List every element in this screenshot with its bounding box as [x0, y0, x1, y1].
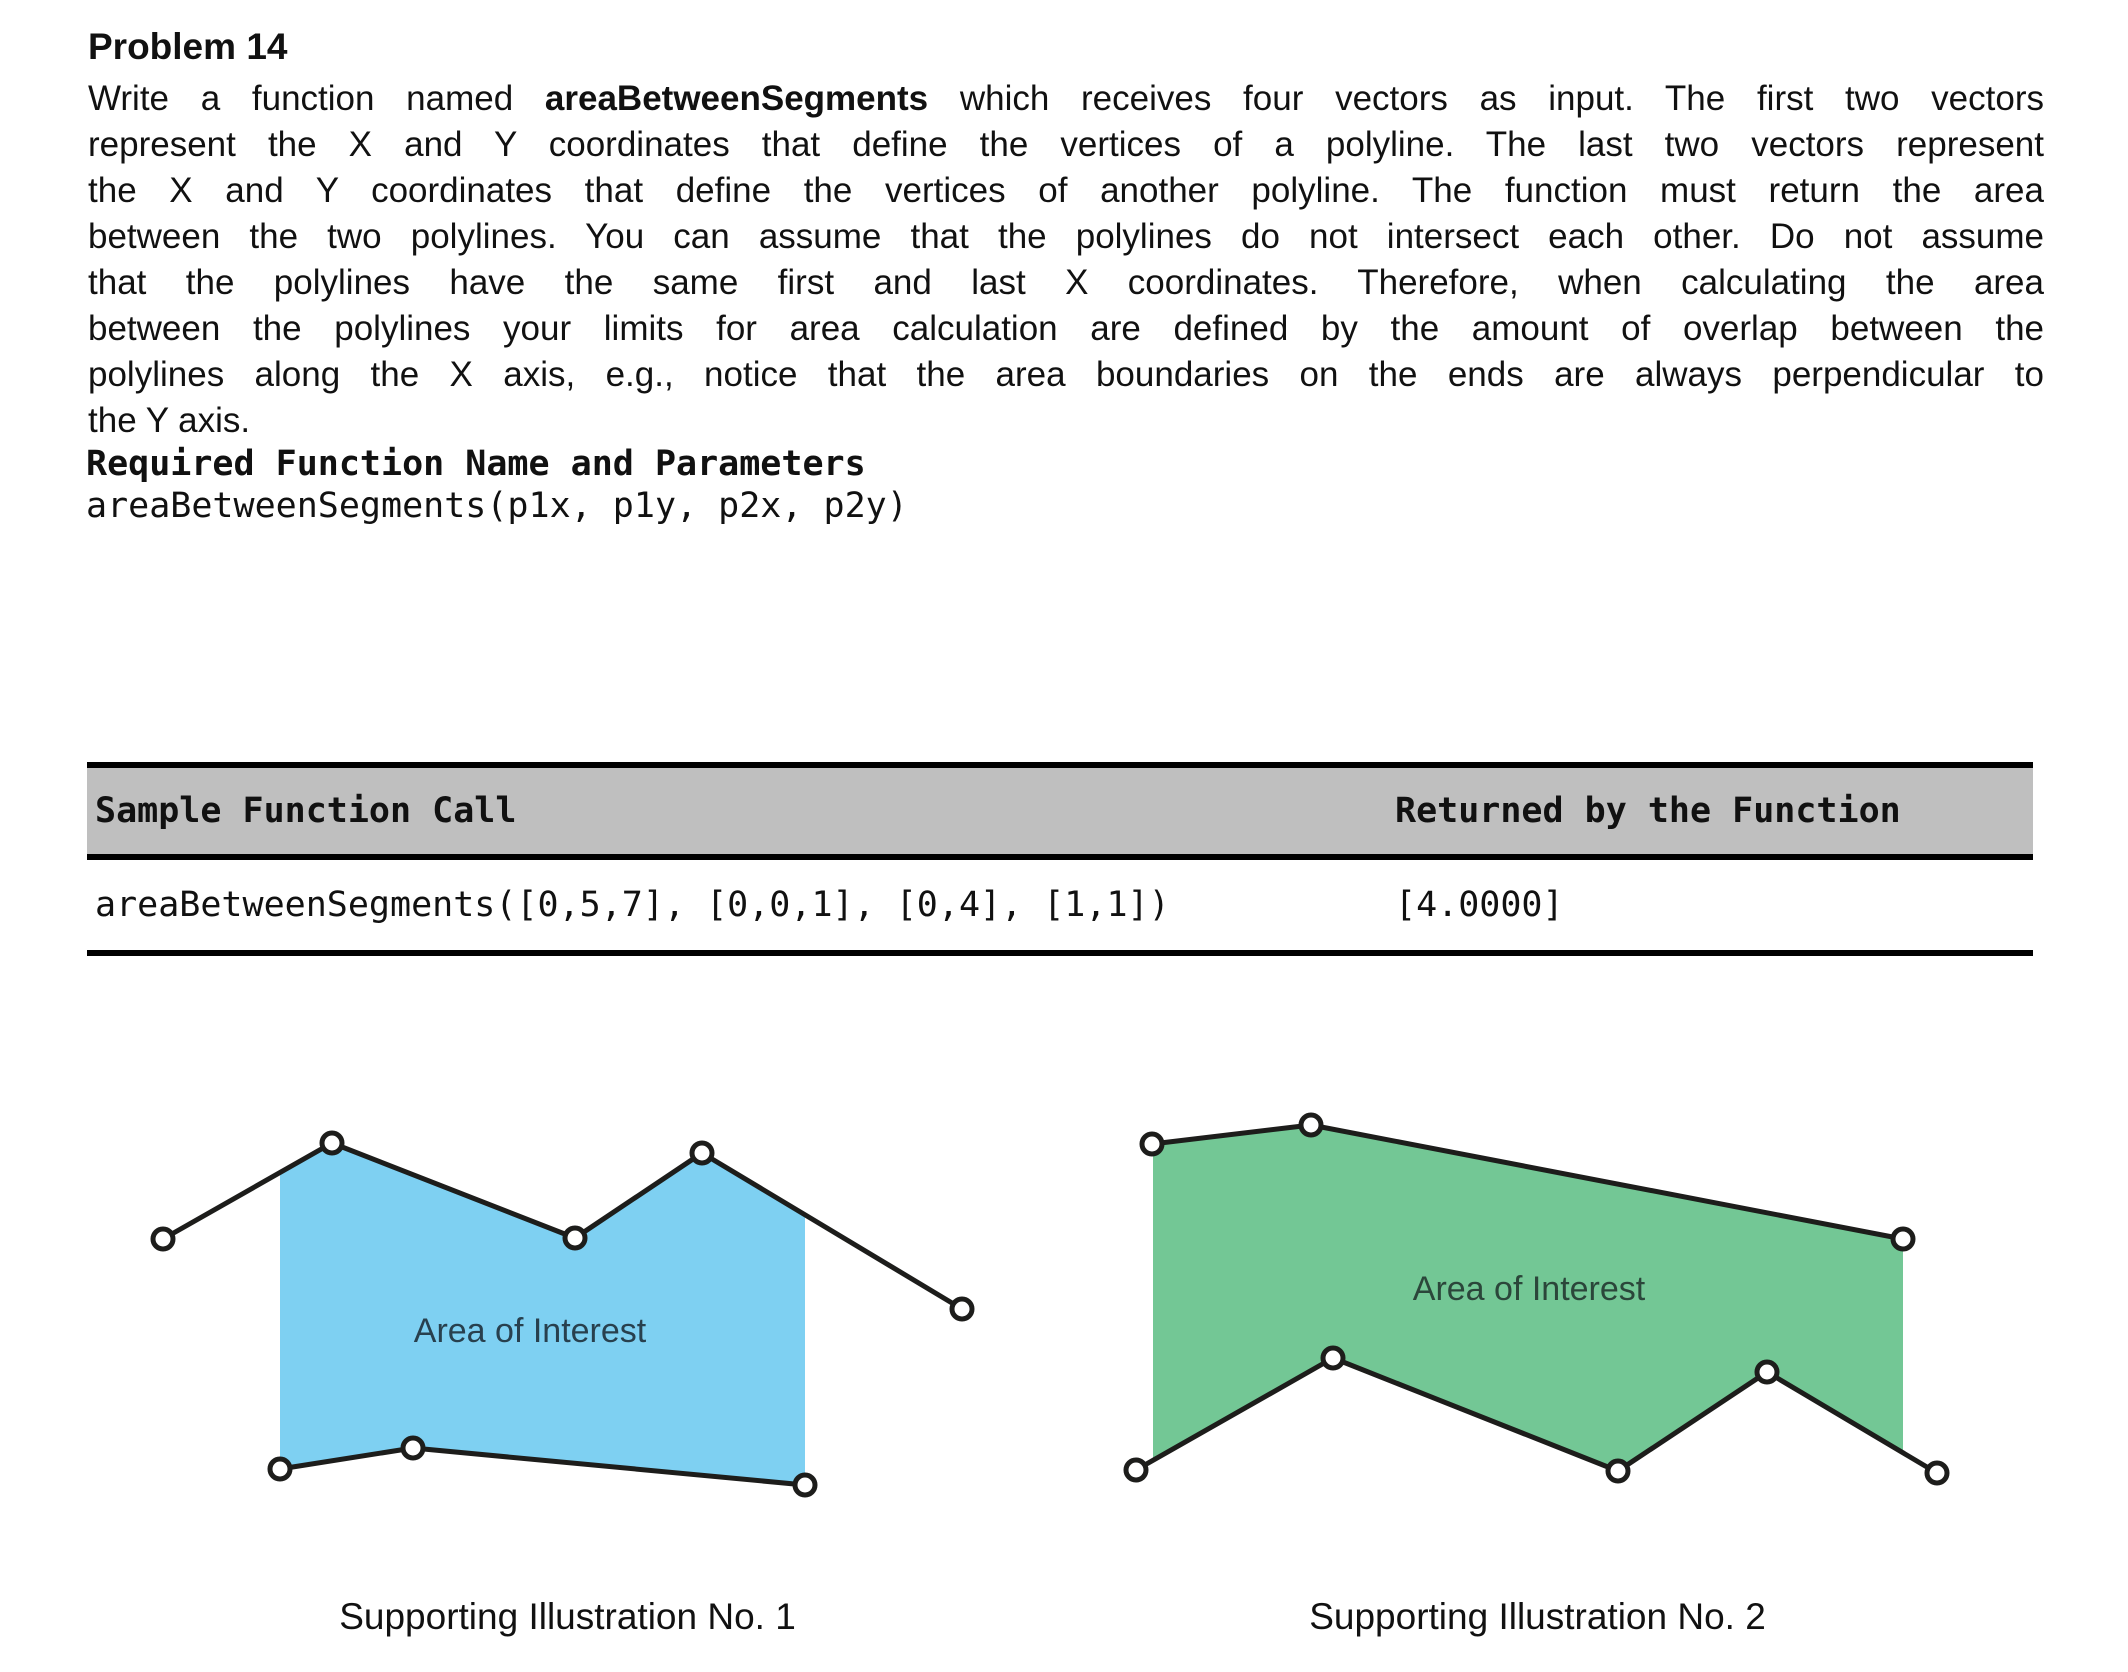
vertex-dot — [792, 1472, 818, 1498]
vertex-dot — [400, 1435, 426, 1461]
illustration-1-caption: Supporting Illustration No. 1 — [339, 1596, 796, 1637]
paragraph-line: between the two polylines. You can assum… — [88, 217, 2044, 256]
table-data-row: areaBetweenSegments([0,5,7], [0,0,1], [0… — [87, 860, 2033, 950]
vertex-dot — [150, 1226, 176, 1252]
paragraph-line: Write a function named areaBetweenSegmen… — [88, 79, 2044, 118]
area-of-interest-label: Area of Interest — [1413, 1270, 1646, 1308]
illustration-2-figure: Area of Interest — [1123, 1112, 1950, 1486]
illustration-2-caption: Supporting Illustration No. 2 — [1309, 1596, 1766, 1637]
table-header-row: Sample Function Call Returned by the Fun… — [87, 768, 2033, 860]
function-spec-heading: Required Function Name and Parameters — [86, 444, 866, 484]
vertex-dot — [562, 1225, 588, 1251]
paragraph-line: between the polylines your limits for ar… — [88, 309, 2044, 348]
table-cell-sample-call: areaBetweenSegments([0,5,7], [0,0,1], [0… — [95, 885, 1170, 925]
table-cell-returned: [4.0000] — [1395, 885, 1564, 925]
area-of-interest-region — [1153, 1125, 1903, 1471]
table-header-returned: Returned by the Function — [1395, 791, 1901, 831]
vertex-dot — [1123, 1457, 1149, 1483]
vertex-dot — [1605, 1458, 1631, 1484]
vertex-dot — [267, 1456, 293, 1482]
area-of-interest-label: Area of Interest — [414, 1312, 647, 1350]
paragraph-line: that the polylines have the same first a… — [88, 263, 2044, 302]
paragraph-line: the Y axis. — [88, 401, 251, 440]
vertex-dot — [1298, 1112, 1324, 1138]
vertex-dot — [1924, 1460, 1950, 1486]
sample-table: Sample Function Call Returned by the Fun… — [87, 762, 2033, 956]
function-signature: areaBetweenSegments(p1x, p1y, p2x, p2y) — [86, 486, 908, 526]
paragraph-line: represent the X and Y coordinates that d… — [88, 125, 2044, 164]
illustration-1-figure: Area of Interest — [150, 1130, 975, 1498]
paragraph-line: polylines along the X axis, e.g., notice… — [88, 355, 2044, 394]
paragraph-line: the X and Y coordinates that define the … — [88, 171, 2044, 210]
vertex-dot — [1754, 1359, 1780, 1385]
vertex-dot — [1890, 1226, 1916, 1252]
table-header-sample-call: Sample Function Call — [95, 791, 517, 831]
page-title: Problem 14 — [88, 26, 288, 67]
vertex-dot — [689, 1140, 715, 1166]
problem-statement: Write a function named areaBetweenSegmen… — [88, 76, 2044, 444]
vertex-dot — [1320, 1345, 1346, 1371]
area-of-interest-region — [280, 1143, 805, 1485]
vertex-dot — [319, 1130, 345, 1156]
vertex-dot — [1139, 1131, 1165, 1157]
vertex-dot — [949, 1296, 975, 1322]
